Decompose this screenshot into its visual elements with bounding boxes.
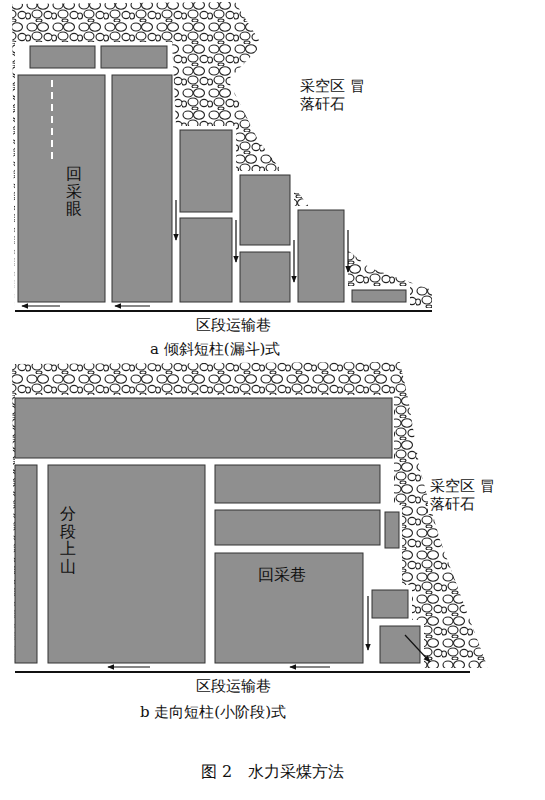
dashed-cut — [42, 470, 44, 560]
seam-area — [15, 395, 424, 668]
caved-rock — [12, 2, 432, 308]
panel-b — [12, 362, 488, 672]
roadway-label: 区段运输巷 — [196, 316, 271, 334]
panel-caption: a 倾斜短柱(漏斗)式 — [150, 340, 280, 358]
roadway-label: 分段上山 — [60, 505, 76, 575]
coal-pillars — [15, 398, 420, 663]
figure-caption: 图 2 水力采煤方法 — [0, 762, 545, 781]
caved-rock — [12, 362, 488, 668]
roadway-label: 区段运输巷 — [196, 677, 271, 695]
flow-arrows — [108, 596, 430, 667]
panel-caption: b 走向短柱(小阶段)式 — [140, 703, 286, 721]
roadway-label: 回采眼 — [66, 165, 82, 218]
roadway-floor — [15, 310, 432, 312]
dashed-cut — [51, 80, 53, 160]
roadway-label: 回采巷 — [258, 565, 306, 584]
roadway-floor — [15, 671, 470, 673]
seam-area — [15, 42, 410, 308]
region-label: 采空区 冒落矸石 — [428, 476, 498, 514]
coal-pillars — [18, 46, 406, 302]
region-label: 采空区 冒落矸石 — [298, 76, 368, 114]
panel-a — [12, 2, 432, 311]
